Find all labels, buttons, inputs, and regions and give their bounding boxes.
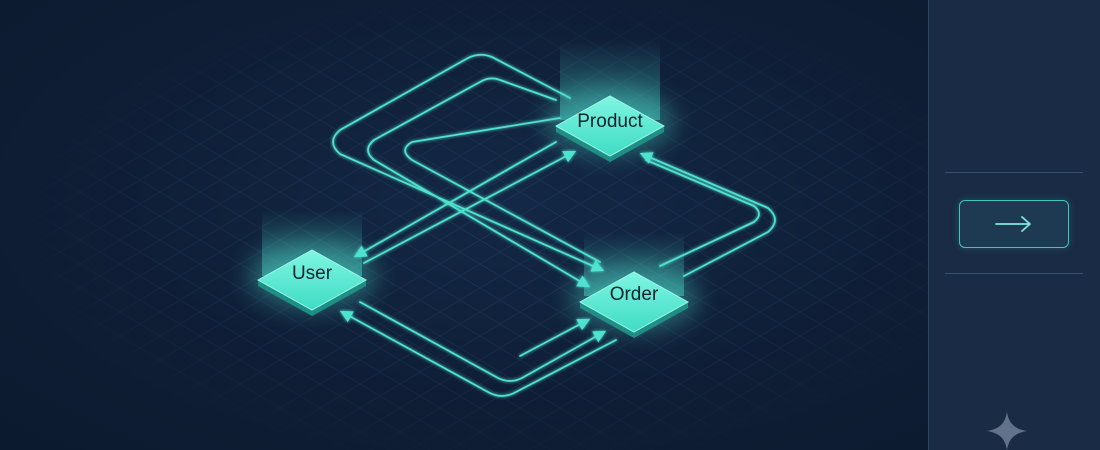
node-top-face: [578, 271, 690, 333]
arrow-right-icon: [995, 216, 1031, 232]
edge-product-to-order-inner: [367, 77, 591, 288]
divider: [945, 172, 1083, 173]
edge-product-loop-back: [404, 117, 601, 263]
edge-order-to-product-outer: [639, 152, 776, 277]
edge-order-to-product-inner: [645, 159, 760, 267]
isometric-grid: [0, 0, 928, 450]
sparkle-icon: [987, 412, 1027, 450]
edge-user-to-order: [359, 301, 607, 382]
node-top-face: [554, 95, 666, 157]
edge-user-to-product: [363, 150, 577, 264]
edge-order-short: [519, 318, 591, 357]
node-label-user: User: [292, 263, 333, 284]
edge-product-to-order-outer: [332, 53, 605, 272]
node-user[interactable]: User: [248, 210, 376, 316]
edge-order-to-user: [339, 310, 617, 397]
diagram-canvas: Product User Order: [0, 0, 928, 450]
node-side: [258, 280, 366, 316]
next-button[interactable]: [959, 200, 1069, 248]
node-product[interactable]: Product: [546, 40, 674, 162]
node-order[interactable]: Order: [570, 232, 698, 338]
node-label-product: Product: [577, 111, 643, 132]
edge-product-to-user: [353, 141, 557, 258]
node-top-face: [256, 249, 368, 311]
divider: [945, 273, 1083, 274]
diagram: Product User Order: [0, 0, 928, 450]
node-label-order: Order: [610, 284, 659, 305]
side-panel: [928, 0, 1100, 450]
